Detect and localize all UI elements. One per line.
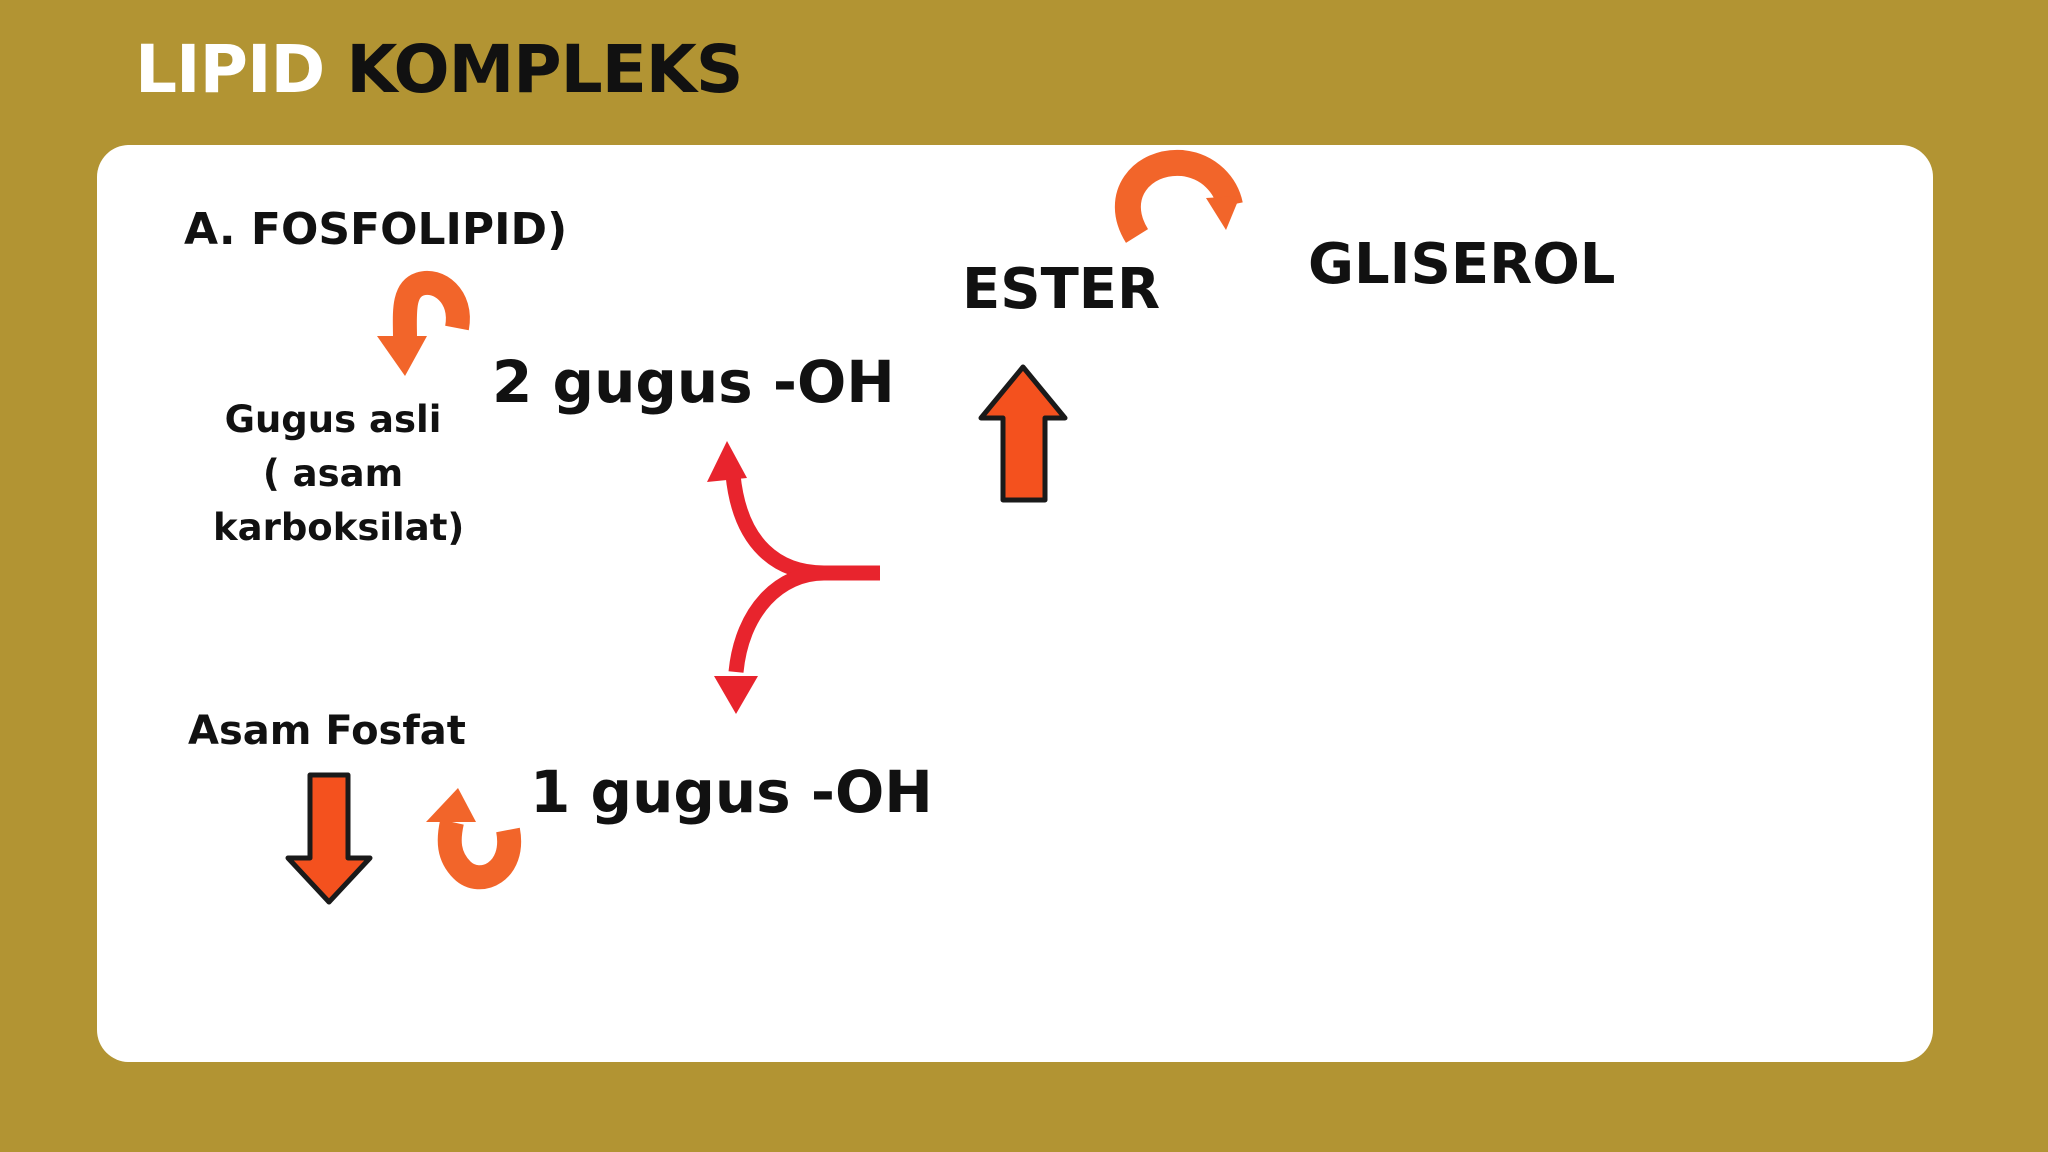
gliserol-label: GLISEROL [1308, 232, 1616, 297]
gugus-asli-line-1: Gugus asli [224, 398, 442, 441]
gugus-asli-line-2: ( asam [262, 452, 404, 495]
gugus-2-oh-label: 2 gugus -OH [492, 348, 895, 416]
gugus-1-oh-label: 1 gugus -OH [530, 758, 933, 826]
gugus-asli-label: Gugus asli ( asam karboksilat) [213, 393, 465, 555]
title-word-kompleks: KOMPLEKS [346, 31, 743, 108]
section-heading: A. FOSFOLIPID) [184, 204, 568, 255]
asam-fosfat-label: Asam Fosfat [188, 708, 466, 754]
slide-title: LIPID KOMPLEKS [135, 30, 743, 110]
ester-label: ESTER [962, 257, 1161, 322]
title-word-lipid: LIPID [135, 31, 325, 108]
gugus-asli-line-3: karboksilat) [213, 506, 465, 549]
